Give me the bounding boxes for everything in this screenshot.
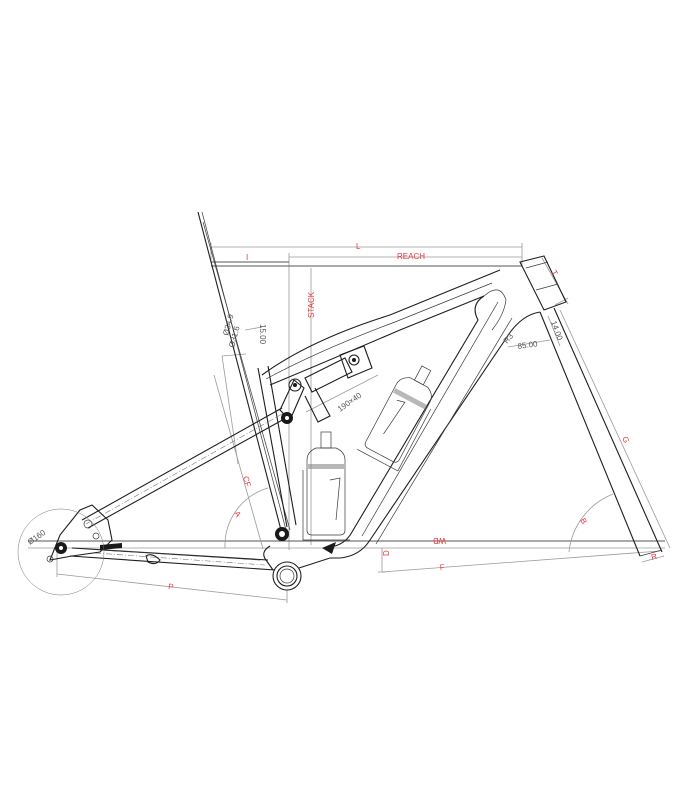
- numeric-annotations: Ø34.9 Ø31.6 15.00 190×40 14.00 85.00 R3 …: [26, 313, 565, 547]
- label-CF: CF: [241, 475, 252, 488]
- dimension-labels: L I REACH STACK T G B R WB F D P CF A: [168, 242, 659, 592]
- bottle-2: [357, 365, 432, 472]
- label-D: D: [382, 550, 391, 556]
- label-WB: WB: [433, 536, 446, 545]
- headtube-length: 85.00: [517, 339, 539, 351]
- seat-clamp-offset: 15.00: [258, 324, 267, 345]
- label-reach: REACH: [397, 252, 425, 261]
- label-I: I: [246, 253, 248, 262]
- label-R: R: [650, 552, 658, 562]
- label-B: B: [578, 517, 588, 526]
- bottle-1: [302, 431, 350, 541]
- label-P: P: [168, 582, 174, 592]
- shock-size: 190×40: [336, 391, 364, 414]
- rotor-diameter: Ø160: [26, 528, 48, 547]
- label-G: G: [620, 435, 631, 444]
- frame-drawing: [17, 211, 663, 596]
- label-A: A: [232, 510, 243, 520]
- dimension-lines: [28, 243, 671, 603]
- label-stack: STACK: [307, 291, 316, 318]
- label-F: F: [440, 563, 446, 572]
- label-T: T: [549, 269, 559, 278]
- radius-label: R3: [502, 331, 516, 345]
- label-L: L: [356, 242, 361, 251]
